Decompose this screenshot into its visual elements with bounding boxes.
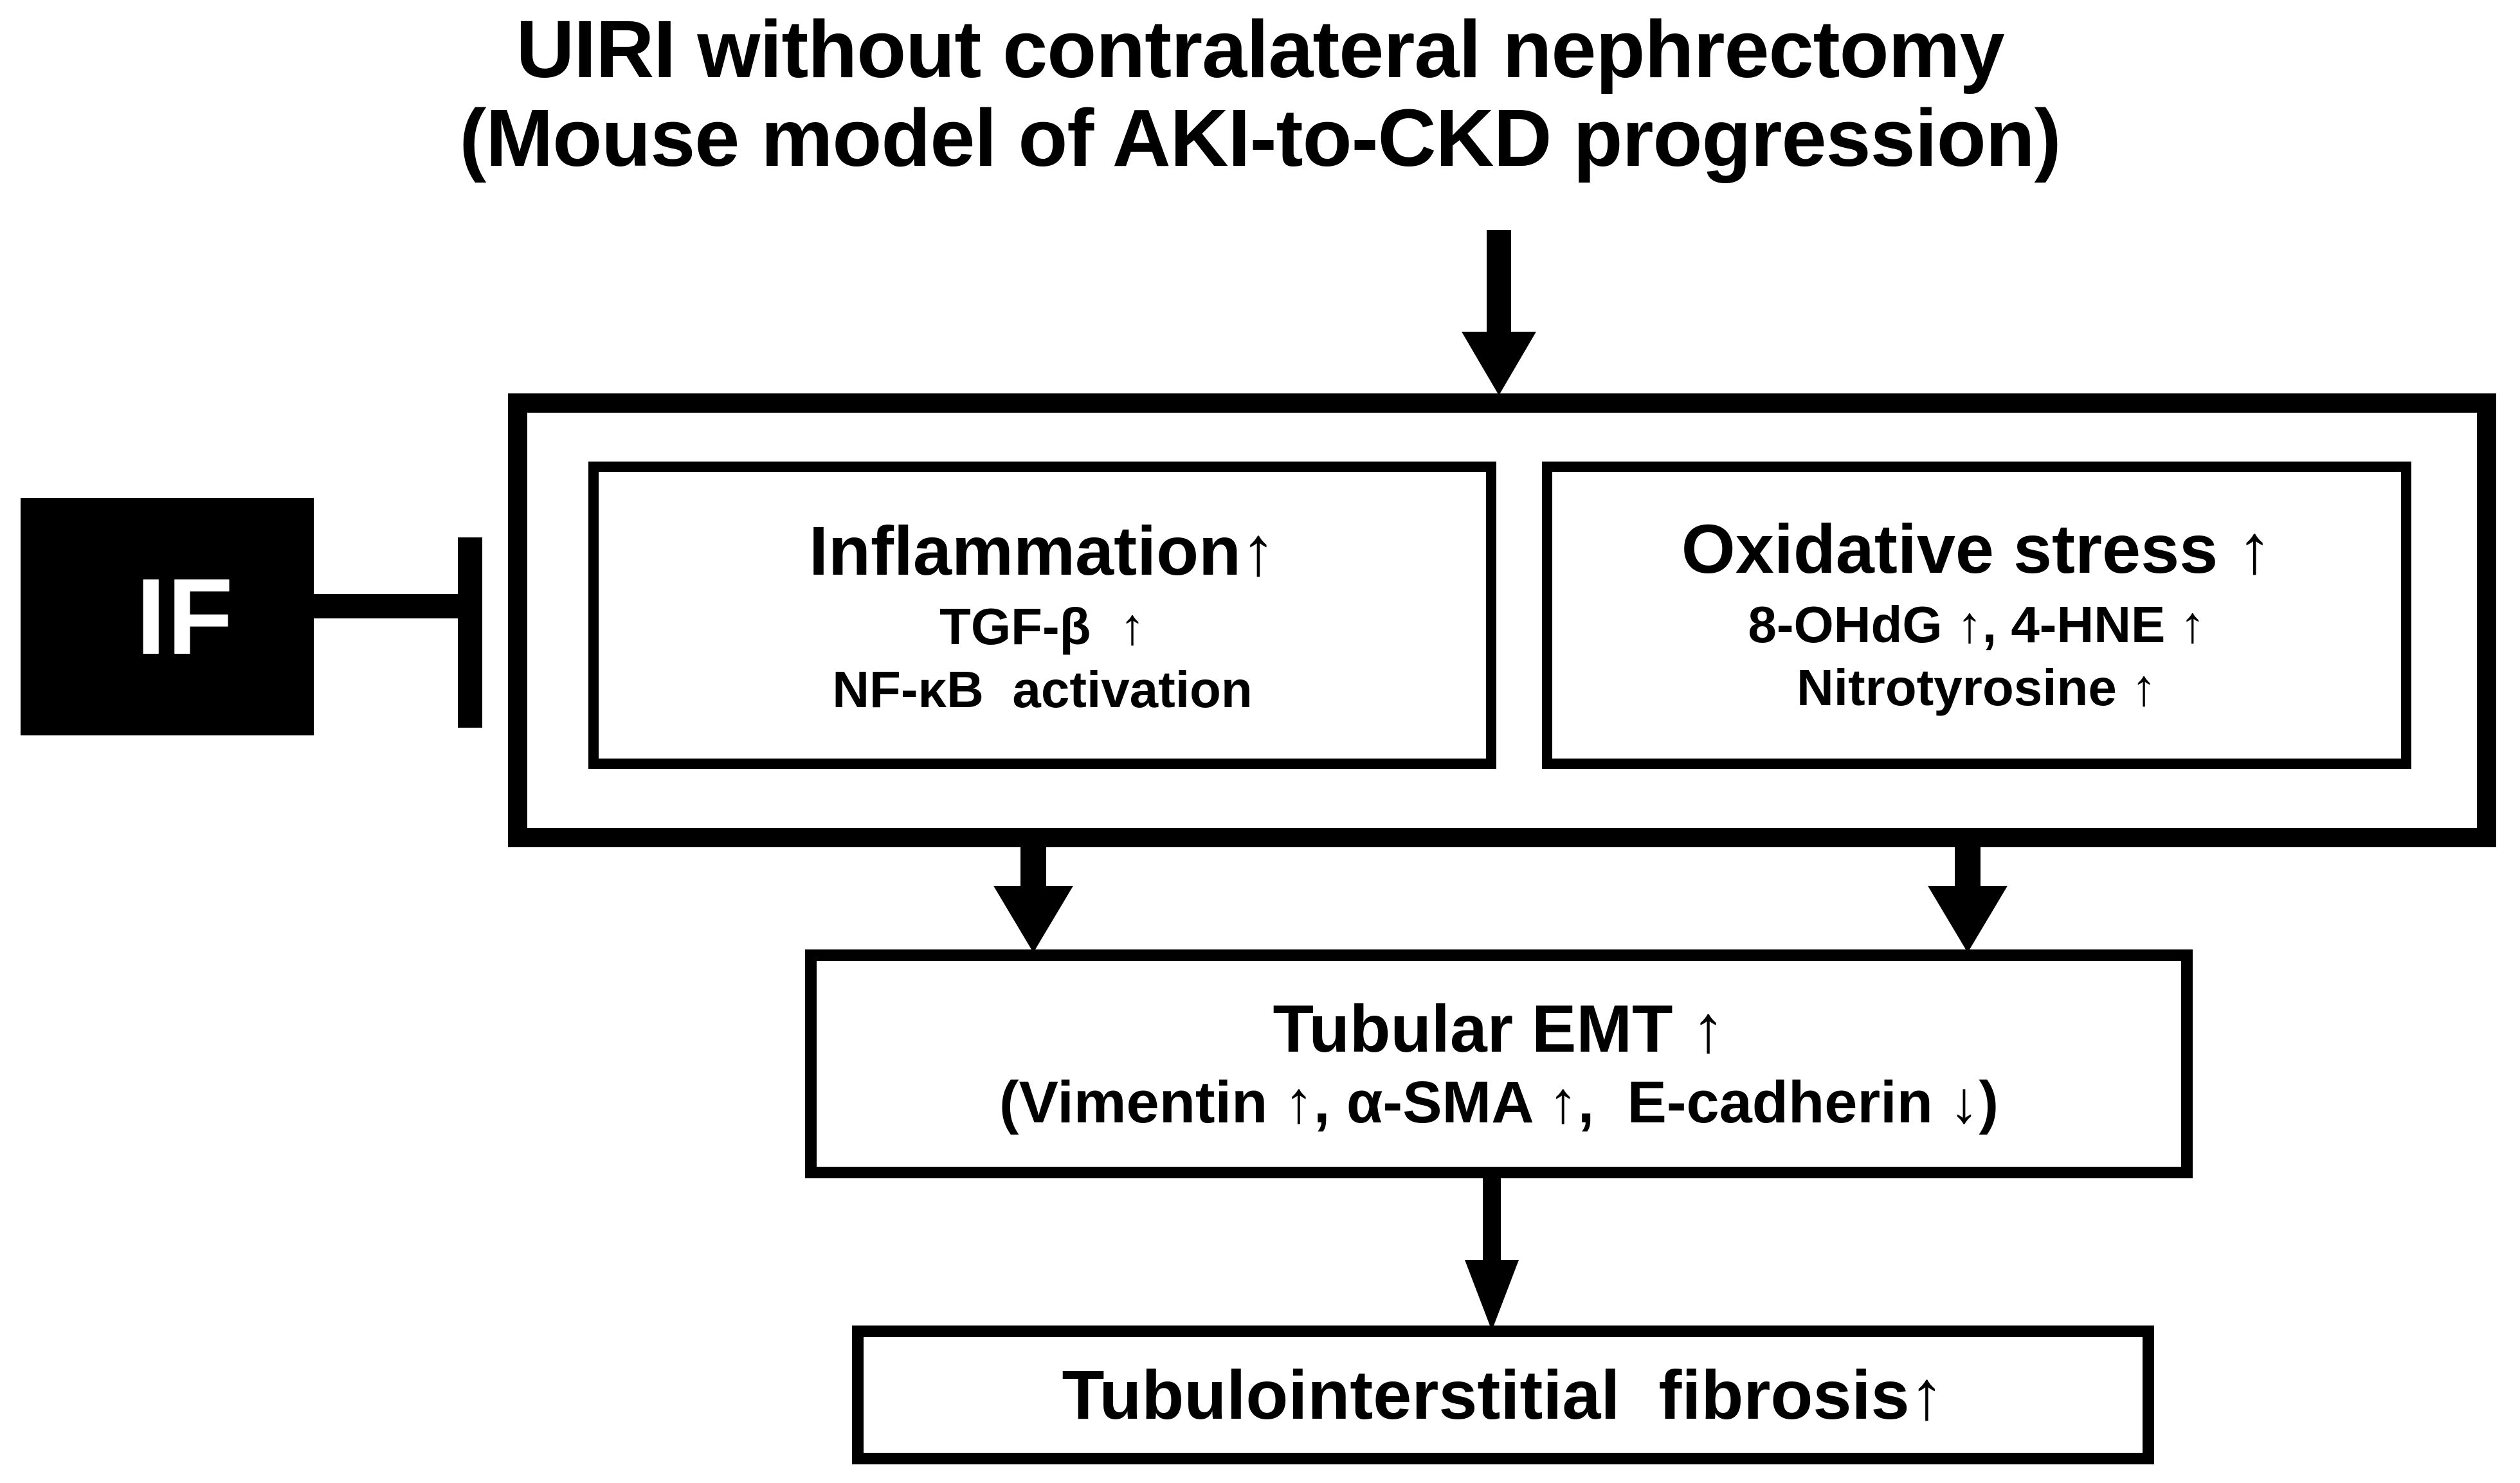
inflammation-line-3: NF-κB activation (832, 661, 1253, 718)
inhibition-connector-if (313, 537, 482, 728)
inflammation-text: Inflammation↑ TGF-β ↑ NF-κB activation (599, 472, 1486, 759)
fibrosis-text: Tubulointerstitial fibrosis↑ (864, 1337, 2143, 1453)
emt-text: Tubular EMT ↑ (Vimentin ↑, α-SMA ↑, E-ca… (817, 961, 2181, 1167)
emt-heading: Tubular EMT ↑ (1273, 992, 1725, 1066)
fibrosis-heading: Tubulointerstitial fibrosis↑ (1062, 1356, 1944, 1434)
inflammation-box[interactable]: Inflammation↑ TGF-β ↑ NF-κB activation (588, 462, 1496, 769)
oxidative-heading: Oxidative stress ↑ (1681, 510, 2272, 588)
oxidative-line-2: 8-OHdG ↑, 4-HNE ↑ (1748, 596, 2206, 653)
oxidative-line-3: Nitrotyrosine ↑ (1796, 659, 2157, 716)
if-node-label: IF (136, 556, 235, 677)
if-node[interactable]: IF (21, 498, 314, 735)
inflammation-heading: Inflammation↑ (808, 512, 1276, 589)
title-line-2: (Mouse model of AKI-to-CKD progression) (459, 93, 2061, 183)
arrow-title-to-container (1462, 230, 1536, 395)
inflammation-line-2: TGF-β ↑ (939, 598, 1145, 655)
tubulointerstitial-fibrosis-box[interactable]: Tubulointerstitial fibrosis↑ (852, 1326, 2154, 1464)
emt-line-2: (Vimentin ↑, α-SMA ↑, E-cadherin ↓) (999, 1070, 1999, 1135)
oxidative-stress-box[interactable]: Oxidative stress ↑ 8-OHdG ↑, 4-HNE ↑ Nit… (1542, 462, 2411, 769)
oxidative-text: Oxidative stress ↑ 8-OHdG ↑, 4-HNE ↑ Nit… (1552, 472, 2401, 759)
title-line-1: UIRI without contralateral nephrectomy (516, 4, 2004, 94)
page-title: UIRI without contralateral nephrectomy (… (0, 5, 2520, 183)
tubular-emt-box[interactable]: Tubular EMT ↑ (Vimentin ↑, α-SMA ↑, E-ca… (805, 949, 2193, 1178)
arrow-emt-to-fibrosis (1465, 1175, 1519, 1331)
